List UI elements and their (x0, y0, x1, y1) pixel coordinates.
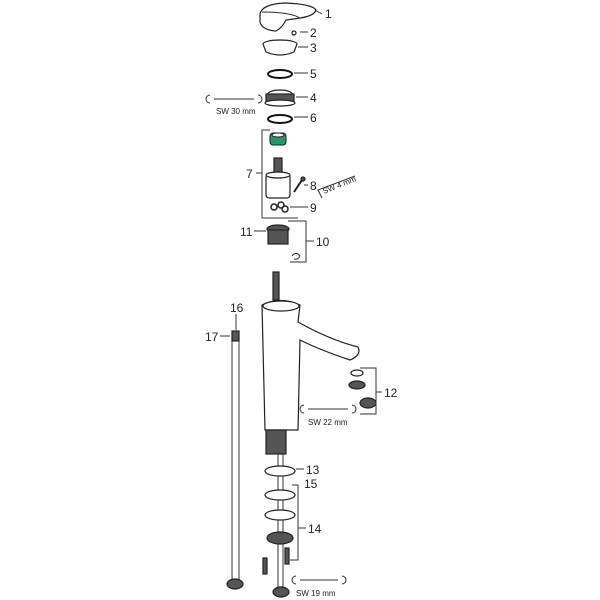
aerator (348, 369, 377, 409)
part-label-2: 2 (310, 26, 317, 40)
washer-14 (264, 509, 296, 521)
part-label-15: 15 (304, 477, 318, 491)
supply-hose (226, 330, 244, 590)
faucet-body (261, 271, 360, 590)
stud (284, 547, 290, 565)
part-label-17: 17 (205, 330, 219, 344)
part-label-3: 3 (310, 41, 317, 55)
part-label-5: 5 (310, 67, 317, 81)
wrench-22-icon (299, 404, 357, 414)
part-label-16: 16 (230, 301, 244, 315)
part-label-6: 6 (310, 111, 317, 125)
part-label-12: 12 (384, 386, 398, 400)
seals (270, 201, 289, 213)
o-ring-6 (267, 114, 293, 124)
washer-13 (264, 465, 296, 477)
clip (291, 253, 301, 260)
part-label-8: 8 (310, 179, 317, 193)
sw-22-label: SW 22 mm (308, 418, 348, 427)
part-label-10: 10 (316, 235, 330, 249)
wrench-19-icon (291, 575, 347, 585)
wrench-30-icon (205, 94, 263, 104)
cartridge (265, 132, 291, 199)
allen-key-icon (317, 175, 356, 199)
o-ring-5 (267, 69, 293, 79)
sw-4-label: SW 4 mm (321, 174, 357, 196)
part-label-4: 4 (310, 91, 317, 105)
set-screw (291, 30, 297, 36)
check-valve (266, 224, 290, 245)
part-label-13: 13 (306, 463, 320, 477)
stud (262, 557, 268, 575)
part-label-7: 7 (246, 167, 253, 181)
cover-ring (262, 39, 298, 56)
screw (293, 176, 306, 193)
part-label-14: 14 (308, 522, 322, 536)
sw-30-label: SW 30 mm (216, 107, 256, 116)
part-label-11: 11 (240, 225, 253, 239)
handle-cap (259, 2, 317, 32)
sw-19-label: SW 19 mm (296, 589, 336, 598)
threaded-nut (264, 89, 296, 107)
washer-15 (264, 489, 296, 501)
part-label-9: 9 (310, 201, 317, 215)
part-label-1: 1 (325, 7, 332, 21)
mounting-plate (266, 531, 294, 545)
